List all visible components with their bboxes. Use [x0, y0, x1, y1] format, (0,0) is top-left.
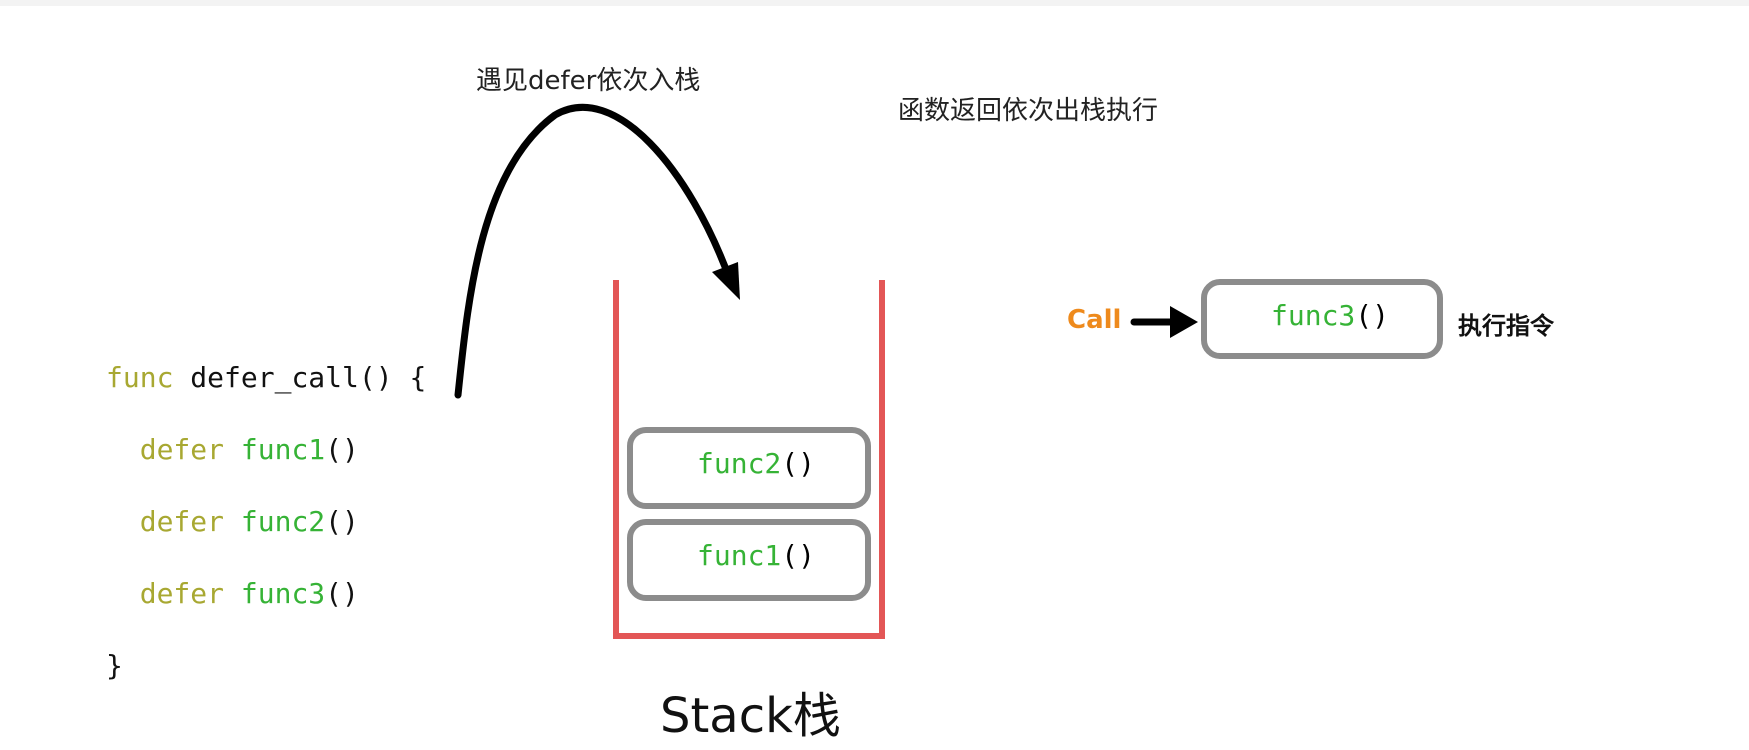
stack-container [613, 280, 885, 639]
call-arrow-head [1170, 306, 1198, 338]
code-function: func2 [240, 505, 326, 538]
stack-item-box-func2 [627, 427, 871, 509]
code-function: func1 [240, 433, 326, 466]
execute-parens: () [1355, 299, 1390, 332]
code-keyword: defer [139, 505, 225, 538]
code-signature: defer_call() { [173, 361, 427, 394]
stack-item-box-func1 [627, 519, 871, 601]
code-line-5: } [106, 649, 123, 682]
stack-item-func1: func1() [697, 539, 815, 572]
execute-box [1201, 279, 1443, 359]
code-parens: () [325, 577, 359, 610]
execute-func-name: func3 [1271, 299, 1356, 332]
code-keyword: func [106, 361, 174, 394]
pop-annotation: 函数返回依次出栈执行 [898, 96, 1159, 126]
code-function: func3 [240, 577, 326, 610]
top-edge [0, 0, 1749, 6]
push-arrow [454, 103, 734, 399]
stack-item-parens: () [781, 539, 816, 572]
code-block: func defer_call() { defer func1() defer … [106, 324, 426, 720]
code-parens: () [325, 433, 359, 466]
call-label: Call [1067, 305, 1122, 335]
code-line-2: defer func1() [106, 432, 426, 468]
push-arrow-head [712, 262, 740, 300]
code-keyword: defer [139, 577, 225, 610]
code-keyword: defer [139, 433, 225, 466]
stack-label: Stack栈 [660, 688, 841, 744]
code-line-4: defer func3() [106, 576, 426, 612]
execute-instruction-label: 执行指令 [1458, 312, 1554, 340]
stack-item-func-name: func2 [697, 447, 782, 480]
execute-item-func3: func3() [1271, 299, 1389, 332]
stack-item-func-name: func1 [697, 539, 782, 572]
code-line-1: func defer_call() { [106, 360, 426, 396]
code-line-3: defer func2() [106, 504, 426, 540]
stack-item-parens: () [781, 447, 816, 480]
push-annotation: 遇见defer依次入栈 [476, 66, 701, 96]
stack-item-func2: func2() [697, 447, 815, 480]
code-parens: () [325, 505, 359, 538]
